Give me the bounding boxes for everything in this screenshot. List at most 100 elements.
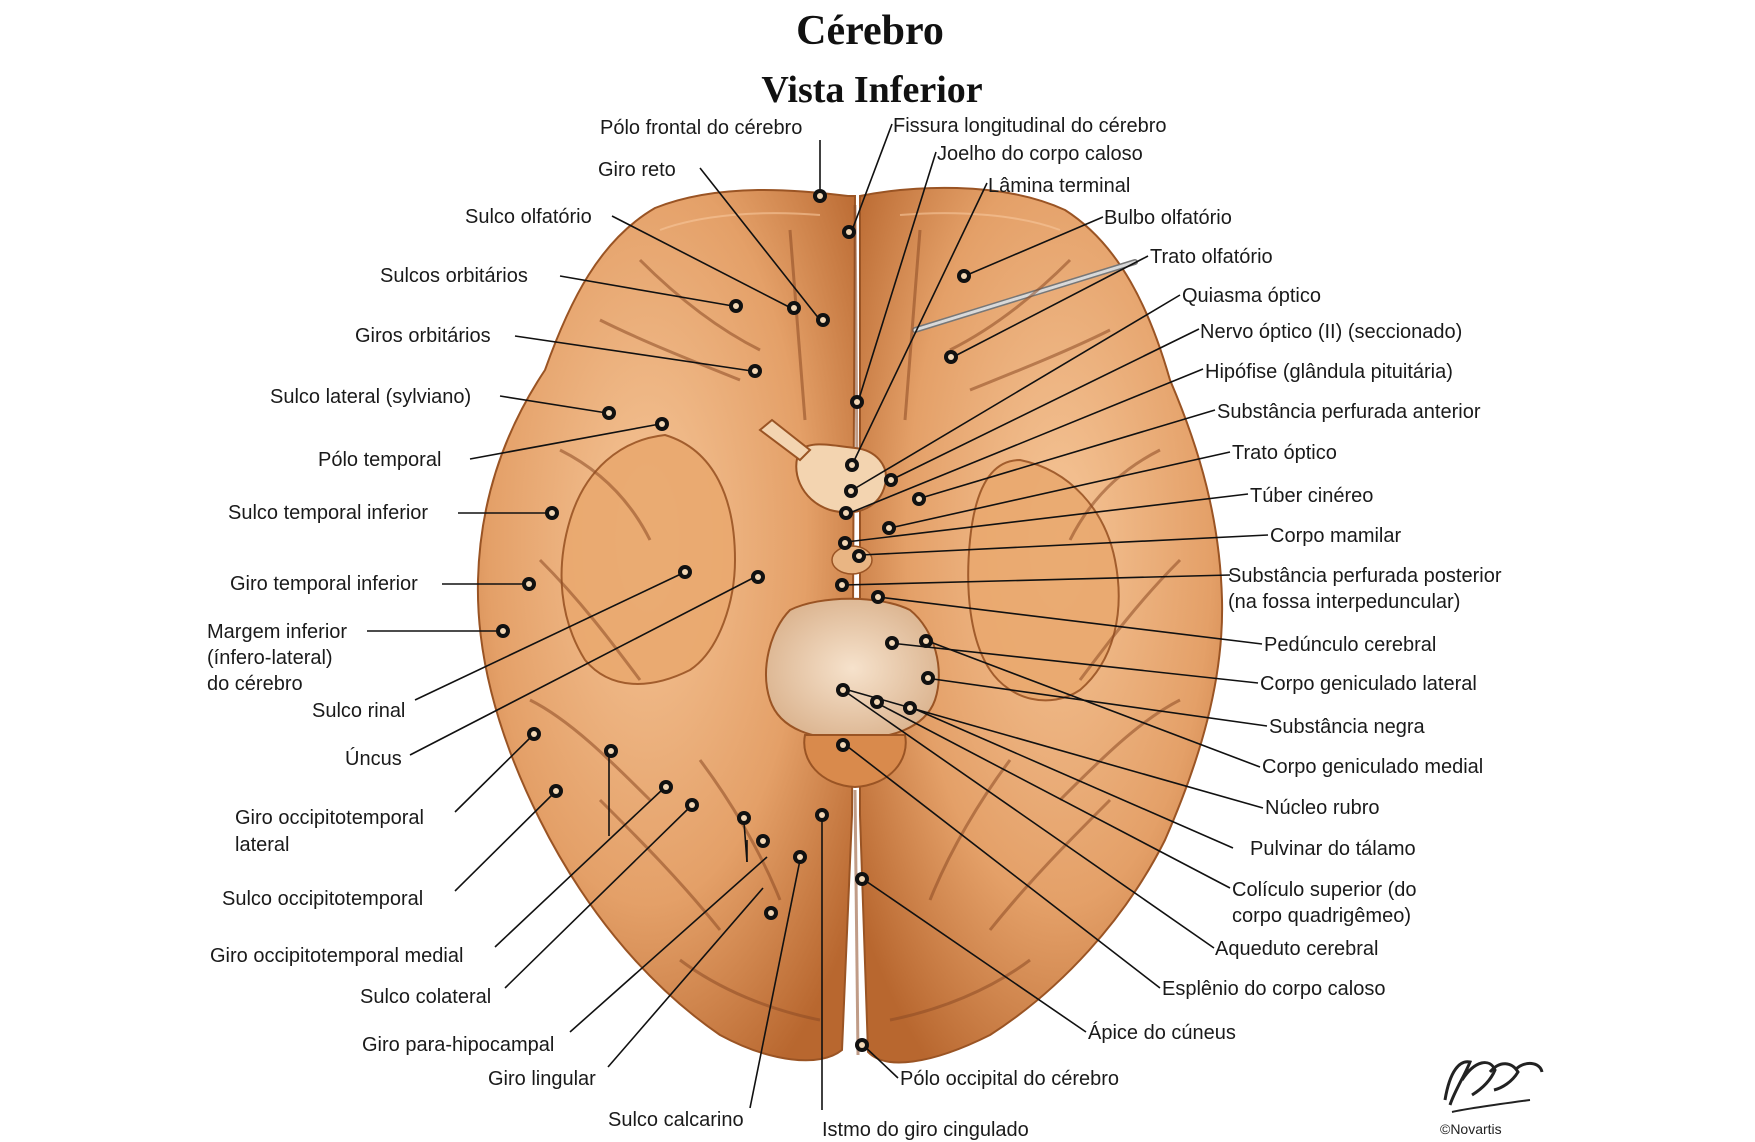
pin [884, 473, 898, 487]
pin [756, 834, 770, 848]
pin [787, 301, 801, 315]
pin [602, 406, 616, 420]
label-substancia-perfurada-posterior-2: (na fossa interpeduncular) [1228, 591, 1460, 613]
label-polo-temporal: Pólo temporal [318, 449, 441, 471]
pin [836, 683, 850, 697]
label-margem-inferior-1: Margem inferior [207, 621, 347, 643]
pin [527, 727, 541, 741]
pin [839, 506, 853, 520]
label-giros-orbitarios: Giros orbitários [355, 325, 491, 347]
label-corpo-geniculado-medial: Corpo geniculado medial [1262, 756, 1483, 778]
pin [813, 189, 827, 203]
page-title: Cérebro [796, 8, 944, 54]
label-pulvinar-talamo: Pulvinar do tálamo [1250, 838, 1416, 860]
label-coliculo-superior-2: corpo quadrigêmeo) [1232, 905, 1411, 927]
pin [903, 701, 917, 715]
pin [921, 671, 935, 685]
label-giro-reto: Giro reto [598, 159, 676, 181]
pin [852, 549, 866, 563]
optic-chiasm-region [795, 443, 887, 514]
label-aqueduto-cerebral: Aqueduto cerebral [1215, 938, 1378, 960]
pin [685, 798, 699, 812]
pin [678, 565, 692, 579]
label-sulco-temporal-inferior: Sulco temporal inferior [228, 502, 428, 524]
pin [655, 417, 669, 431]
pin [793, 850, 807, 864]
label-margem-inferior-2: (ínfero-lateral) [207, 647, 333, 669]
pin [836, 738, 850, 752]
label-sulco-calcarino: Sulco calcarino [608, 1109, 744, 1131]
label-pins [496, 189, 971, 1052]
label-sulco-olfatorio: Sulco olfatório [465, 206, 592, 228]
label-trato-olfatorio: Trato olfatório [1150, 246, 1273, 268]
pin [737, 811, 751, 825]
label-quiasma-optico: Quiasma óptico [1182, 285, 1321, 307]
pin [885, 636, 899, 650]
pin [882, 521, 896, 535]
label-sulco-rinal: Sulco rinal [312, 700, 405, 722]
pin [838, 536, 852, 550]
label-peduncolo-cerebral: Pedúnculo cerebral [1264, 634, 1436, 656]
label-sulcos-orbitarios: Sulcos orbitários [380, 265, 528, 287]
pin [912, 492, 926, 506]
label-margem-inferior-3: do cérebro [207, 673, 303, 695]
pin [845, 458, 859, 472]
labels-right: Fissura longitudinal do cérebro Joelho d… [893, 115, 1502, 1090]
pin [870, 695, 884, 709]
label-polo-frontal: Pólo frontal do cérebro [600, 117, 802, 139]
pin [850, 395, 864, 409]
label-esplenio-corpo-caloso: Esplênio do corpo caloso [1162, 978, 1385, 1000]
label-corpo-mamilar: Corpo mamilar [1270, 525, 1401, 547]
label-tuber-cinereo: Túber cinéreo [1250, 485, 1373, 507]
pin [522, 577, 536, 591]
label-uncus: Úncus [345, 747, 402, 770]
label-bulbo-olfatorio: Bulbo olfatório [1104, 207, 1232, 229]
label-sulco-lateral: Sulco lateral (sylviano) [270, 386, 471, 408]
midbrain-section [765, 597, 940, 740]
label-nucleo-rubro: Núcleo rubro [1265, 797, 1380, 819]
label-giro-occipitotemporal-medial: Giro occipitotemporal medial [210, 945, 463, 967]
pin [957, 269, 971, 283]
pin [729, 299, 743, 313]
label-apice-cuneus: Ápice do cúneus [1088, 1021, 1236, 1044]
optic-nerve-stump [758, 418, 812, 462]
copyright-text: ©Novartis [1440, 1121, 1502, 1137]
label-joelho-corpo-caloso: Joelho do corpo caloso [937, 143, 1143, 165]
pin [659, 780, 673, 794]
label-lamina-terminal: Lâmina terminal [988, 175, 1130, 197]
label-sulco-occipitotemporal: Sulco occipitotemporal [222, 888, 423, 910]
label-substancia-perfurada-anterior: Substância perfurada anterior [1217, 401, 1481, 423]
label-giro-occipitotemporal-lateral-1: Giro occipitotemporal [235, 807, 424, 829]
label-istmo-giro-cingulado: Istmo do giro cingulado [822, 1119, 1029, 1141]
label-corpo-geniculado-lateral: Corpo geniculado lateral [1260, 673, 1477, 695]
pin [604, 744, 618, 758]
label-sulco-colateral: Sulco colateral [360, 986, 491, 1008]
pin [748, 364, 762, 378]
label-giro-para-hipocampal: Giro para-hipocampal [362, 1034, 554, 1056]
splenium [803, 734, 907, 789]
label-substancia-negra: Substância negra [1269, 716, 1426, 738]
labels-left: Pólo frontal do cérebro Giro reto Sulco … [207, 117, 1029, 1141]
pin [944, 350, 958, 364]
pin [842, 225, 856, 239]
pin [496, 624, 510, 638]
label-hipofise: Hipófise (glândula pituitária) [1205, 361, 1453, 383]
pin [919, 634, 933, 648]
pin [764, 906, 778, 920]
label-trato-optico: Trato óptico [1232, 442, 1337, 464]
label-polo-occipital: Pólo occipital do cérebro [900, 1068, 1119, 1090]
label-coliculo-superior-1: Colículo superior (do [1232, 879, 1417, 901]
pin [815, 808, 829, 822]
pin [816, 313, 830, 327]
label-giro-lingular: Giro lingular [488, 1068, 596, 1090]
label-giro-occipitotemporal-lateral-2: lateral [235, 834, 289, 856]
left-temporal-lobe [560, 433, 737, 685]
netter-signature [1443, 1060, 1544, 1113]
label-substancia-perfurada-posterior-1: Substância perfurada posterior [1228, 565, 1502, 587]
label-fissura-longitudinal: Fissura longitudinal do cérebro [893, 115, 1167, 137]
pin [751, 570, 765, 584]
pin [844, 484, 858, 498]
mamillary-bodies [831, 545, 873, 575]
pin [549, 784, 563, 798]
